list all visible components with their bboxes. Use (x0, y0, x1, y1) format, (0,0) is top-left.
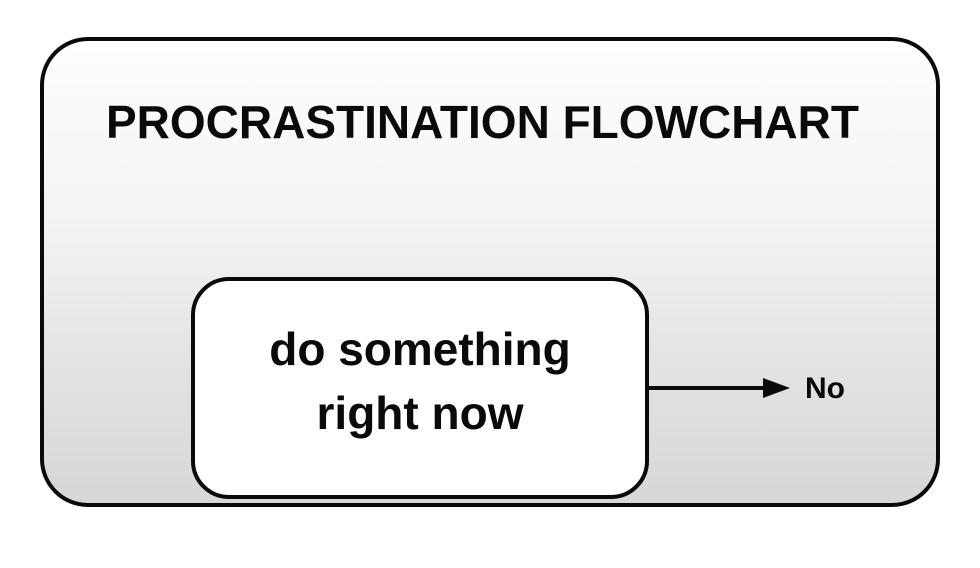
flowchart-frame: PROCRASTINATION FLOWCHART do something r… (40, 37, 940, 507)
arrow-connector-line (649, 386, 771, 390)
arrow-label-no: No (805, 372, 845, 405)
node-label-line-2: right now (316, 387, 524, 439)
arrowhead-icon (763, 378, 790, 398)
flowchart-title: PROCRASTINATION FLOWCHART (106, 96, 859, 148)
node-label-line-1: do something (269, 323, 571, 375)
node-do-something-right-now: do something right now (191, 277, 649, 499)
